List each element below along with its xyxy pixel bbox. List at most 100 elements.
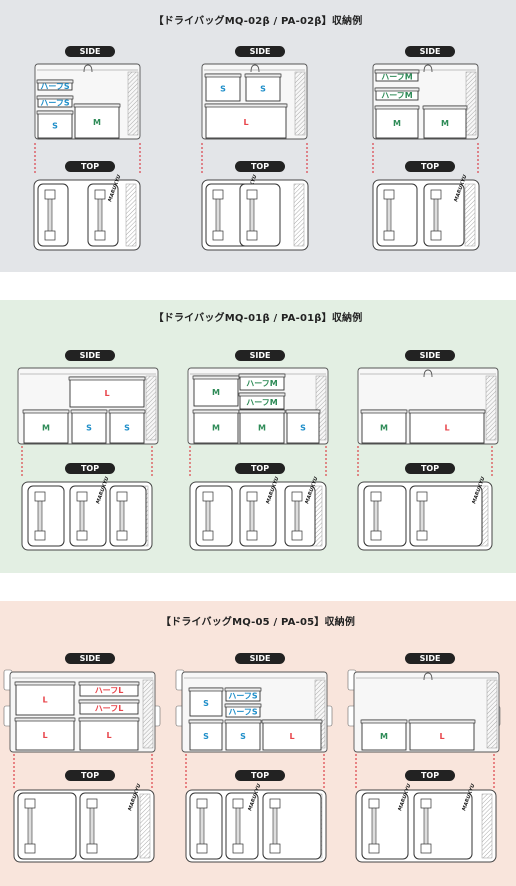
top-label: TOP: [65, 770, 115, 781]
top-label: TOP: [405, 463, 455, 474]
box-top-body: [17, 792, 77, 860]
storage-box: M: [22, 409, 70, 444]
box-top: [239, 183, 281, 247]
box-size-label: L: [106, 731, 111, 740]
box-lid: [238, 392, 286, 397]
box-top-body: [409, 485, 483, 547]
strap-buckle: [232, 843, 244, 854]
box-lid: [14, 717, 76, 722]
box-top-body: [87, 183, 119, 247]
box-lid: [244, 73, 282, 78]
box-size-label: ハーフL: [95, 686, 124, 695]
strap: [37, 495, 43, 537]
bag-pocket: [485, 375, 497, 441]
strap: [27, 802, 33, 850]
box-size-label: L: [243, 118, 248, 127]
strap-buckle: [246, 491, 258, 502]
strap-buckle: [212, 230, 224, 241]
strap: [97, 193, 103, 237]
bag-pocket: [465, 71, 477, 136]
box-body: [189, 719, 223, 751]
box-top-body: [109, 485, 147, 547]
top-label: TOP: [235, 161, 285, 172]
box-size-label: ハーフS: [40, 99, 70, 108]
box-body: [375, 105, 419, 139]
box-body: [79, 717, 139, 751]
strap-buckle: [44, 230, 56, 241]
box-size-label: M: [93, 118, 101, 127]
box-body: [205, 103, 287, 139]
box-size-label: S: [260, 85, 266, 94]
box-body: [109, 409, 145, 444]
box-lid: [78, 699, 140, 704]
box-body: [361, 719, 407, 751]
box-body: [15, 681, 75, 716]
box-body: [423, 105, 467, 139]
strap-buckle: [34, 491, 46, 502]
box-top: [189, 792, 223, 860]
side-label: SIDE: [405, 653, 455, 664]
strap: [272, 802, 278, 850]
box-top: [363, 485, 407, 547]
box-top: [376, 183, 418, 247]
strap-buckle: [196, 798, 208, 809]
top-label: TOP: [405, 770, 455, 781]
box-size-label: ハーフS: [40, 82, 70, 91]
box-top: [37, 183, 69, 247]
box-lid: [36, 110, 74, 115]
strap-buckle: [269, 798, 281, 809]
box-top: MARUKYU: [284, 476, 320, 547]
storage-box: ハーフL: [78, 681, 140, 697]
storage-box: ハーフM: [238, 392, 286, 410]
box-top-body: [37, 183, 69, 247]
box-top-body: [225, 792, 259, 860]
storage-box: M: [374, 105, 420, 139]
strap: [119, 495, 125, 537]
storage-box: ハーフM: [374, 87, 420, 101]
strap-buckle: [76, 491, 88, 502]
storage-box: L: [261, 719, 323, 751]
box-size-label: M: [380, 424, 388, 433]
box-size-label: M: [441, 119, 449, 128]
box-top: MARUKYU: [239, 476, 281, 547]
strap: [215, 193, 221, 237]
storage-box: ハーフS: [224, 687, 262, 702]
box-size-label: S: [203, 732, 209, 741]
bag-top-pocket: [125, 183, 137, 247]
strap-buckle: [44, 189, 56, 200]
strap-buckle: [291, 491, 303, 502]
strap: [371, 802, 377, 850]
storage-box: M: [73, 103, 121, 139]
handle-loop: [423, 64, 433, 73]
box-size-label: S: [240, 732, 246, 741]
box-top: MARUKYU: [409, 476, 487, 547]
side-label: SIDE: [65, 46, 115, 57]
strap-buckle: [246, 189, 258, 200]
bag-top-pocket: [139, 793, 151, 859]
storage-box: S: [188, 687, 224, 717]
box-top: MARUKYU: [69, 476, 111, 547]
box-top-body: [79, 792, 139, 860]
box-size-label: L: [42, 696, 47, 705]
box-body: [205, 73, 241, 102]
box-body: [189, 687, 223, 717]
storage-box: M: [192, 375, 240, 407]
strap-buckle: [202, 491, 214, 502]
box-body: [286, 409, 320, 444]
box-lid: [36, 95, 74, 100]
bag-top-pocket: [293, 183, 305, 247]
box-lid: [224, 719, 262, 724]
strap-buckle: [116, 530, 128, 541]
box-lid: [192, 375, 240, 380]
box-top-body: [195, 485, 233, 547]
box-lid: [204, 103, 288, 108]
storage-box: L: [408, 719, 476, 751]
storage-box: M: [360, 409, 408, 444]
box-size-label: ハーフS: [228, 708, 258, 717]
storage-box: S: [36, 110, 74, 139]
bag-pocket: [315, 375, 327, 441]
box-lid: [204, 73, 242, 78]
box-body: [225, 719, 261, 751]
side-label: SIDE: [65, 653, 115, 664]
